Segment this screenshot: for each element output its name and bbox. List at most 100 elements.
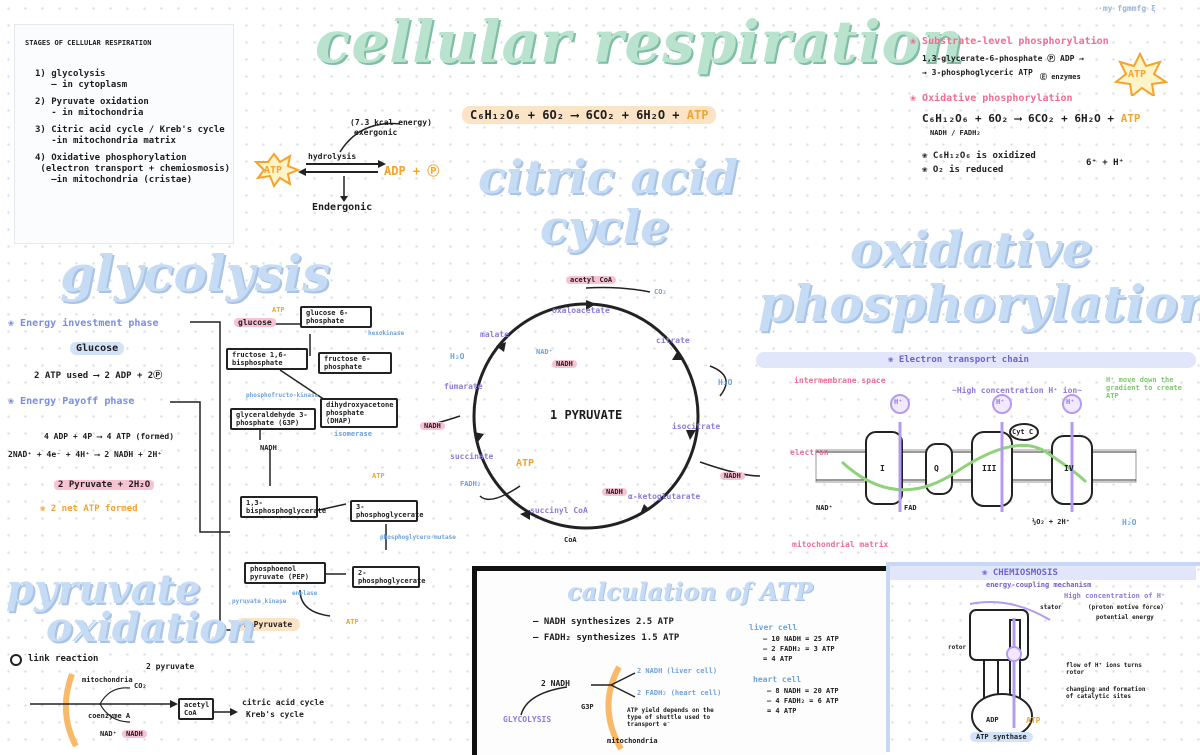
glyco-pg3: 3-phosphoglycerate (350, 500, 423, 522)
glyco-atp-3: ATP (346, 618, 359, 626)
chemi-pot: potential energy (1096, 614, 1154, 621)
overall-equation: C₆H₁₂O₆ + 6O₂ ⟶ 6CO₂ + 6H₂O + ATP (462, 106, 717, 124)
chemi-sub: energy-coupling mechanism (986, 581, 1092, 589)
cycle-acetyl: acetyl CoA (566, 276, 617, 284)
glyco-atp-1: ATP (272, 306, 285, 314)
glycolysis-glucose: Glucose (70, 342, 125, 355)
oxidative-h-ions: 6⁺ + H⁺ (1086, 158, 1124, 168)
calc-liver-3: = 4 ATP (763, 655, 793, 663)
glyco-pg2: 2-phosphoglycerate (352, 566, 425, 588)
cycle-water-2: H₂O (718, 378, 733, 387)
link-matrix: mitochondria (82, 676, 133, 684)
etc-space: intermembrane space (794, 376, 886, 385)
link-pyr: 2 pyruvate (146, 662, 195, 671)
etc-protein-4: Cyt C (1012, 428, 1034, 436)
atp-cycle: (7.3 kcal energy) exergonic hydrolysis A… (250, 112, 470, 222)
etc-heading: ❀ Electron transport chain (888, 355, 1029, 365)
oxidative-heading: ❀ Oxidative phosphorylation (910, 93, 1073, 104)
chemi-stator: stator (1040, 604, 1062, 611)
link-reaction-diagram (10, 654, 238, 748)
oxidative-under: NADH / FADH₂ (930, 129, 981, 137)
calc-liver-1: – 10 NADH = 25 ATP (763, 635, 839, 643)
citric-acid-cycle: 1 PYRUVATE acetyl CoA oxaloacetate citra… (419, 266, 780, 556)
cycle-fadh: FADH₂ (460, 480, 482, 488)
etc-membrane (815, 394, 1137, 512)
glyco-kinase2: phosphofructo-kinase (246, 392, 319, 399)
chemi-note: flow of H⁺ ions turns rotor (1066, 662, 1142, 676)
glycolysis-result: 2 Pyruvate + 2H₂O (54, 480, 155, 490)
glyco-f16bp: fructose 1,6-bisphosphate (226, 348, 308, 370)
glycolysis-investment: ❀ Energy investment phase (8, 318, 159, 329)
glyco-f6p: fructose 6-phosphate (318, 352, 392, 374)
substrate-atp: ATP (1128, 69, 1147, 80)
stage-item: 1) glycolysis – in cytoplasm (35, 69, 128, 90)
glyco-nadh: NADH (260, 444, 277, 452)
stage-item: 2) Pyruvate oxidation - in mitochondria (35, 97, 149, 118)
glycolysis-payoff1: 4 ADP + 4P ⟶ 4 ATP (formed) (44, 432, 175, 441)
etc-protein-2: Q (934, 464, 939, 473)
cycle-nadh-2: NADH (720, 472, 745, 480)
substrate-atp-star (1113, 52, 1168, 96)
cycle-water: H₂O (450, 352, 465, 361)
calc-heart-3: = 4 ATP (767, 707, 797, 715)
cycle-nad: NAD⁺ (536, 348, 553, 356)
link-cac: citric acid cycle (242, 698, 324, 707)
atp-cycle-arrows (253, 122, 401, 202)
cycle-atp: ATP (516, 458, 535, 469)
glycolysis-payoff: ❀ Energy Payoff phase (8, 396, 135, 407)
calc-mito: mitochondria (607, 737, 658, 745)
atp-top-note: (7.3 kcal energy) (350, 118, 432, 127)
chemiosmosis-section: ❀ CHEMIOSMOSIS energy-coupling mechanism… (886, 562, 1200, 752)
etc-o2: ½O₂ + 2H⁺ (1032, 518, 1070, 526)
stages-heading: STAGES OF CELLULAR RESPIRATION (25, 39, 152, 47)
glycolysis-payoff2: 2NAD⁺ + 4e⁻ + 4H⁺ ⟶ 2 NADH + 2H⁺ (8, 450, 163, 459)
calc-heart-2: – 4 FADH₂ = 6 ATP (767, 697, 839, 705)
etc-high-conc: ~High concentration H⁺ ion~ (952, 386, 1083, 395)
cycle-ketoglutarate: α-ketoglutarate (628, 492, 701, 501)
atp-endergonic: Endergonic (312, 202, 373, 213)
etc-electron: electron (790, 448, 829, 457)
glyco-atp-2: ATP (372, 472, 385, 480)
cac-title-1: citric acid (478, 150, 738, 204)
oxidative-note1: ❀ C₆H₁₂O₆ is oxidized (922, 151, 1036, 161)
oxidative-note2: ❀ O₂ is reduced (922, 165, 1004, 175)
calc-g3p: G3P (581, 703, 594, 711)
link-nadh: NADH (122, 730, 147, 738)
glyco-bpg: 1,3-bisphosphoglycerate (240, 496, 326, 518)
etc-matrix: mitochondrial matrix (792, 540, 889, 549)
oxphos-title-1: oxidative (850, 222, 1093, 278)
glyco-pep: phosphoenol pyruvate (PEP) (244, 562, 326, 584)
cycle-nadh-1: NADH (552, 360, 577, 368)
etc-nad: NAD⁺ (816, 504, 833, 512)
cycle-oxaloacetate: oxaloacetate (552, 306, 610, 315)
calc-diagram (520, 665, 636, 751)
chemi-note2: changing and formation of catalytic site… (1066, 686, 1146, 700)
link-reaction: link reaction 2 pyruvate mitochondria CO… (10, 652, 350, 748)
main-title: cellular respiration (315, 8, 965, 76)
chemi-high: High concentration of H⁺ (1064, 592, 1166, 600)
calc-title: calculation of ATP (567, 577, 813, 606)
etc-heading-bar (756, 352, 1196, 368)
link-co2: CO₂ (134, 682, 147, 690)
etc-ion-1: H⁺ (894, 398, 903, 406)
oxidative-equation: C₆H₁₂O₆ + 6O₂ ⟶ 6CO₂ + 6H₂O + ATP (922, 112, 1141, 125)
calc-nadh: 2 NADH (541, 679, 570, 688)
glyco-isomerase: isomerase (334, 430, 372, 438)
link-coa: coenzyme A (88, 712, 131, 720)
glyco-mutase: phosphoglycero-mutase (380, 534, 456, 541)
calc-path-1: 2 NADH (liver cell) (637, 667, 718, 675)
cycle-nadh-4: NADH (602, 488, 627, 496)
calc-line-2: – FADH₂ synthesizes 1.5 ATP (533, 633, 680, 643)
oxphos-title-2: phosphorylation (758, 274, 1200, 333)
calc-note: ATP yield depends on the type of shuttle… (627, 707, 714, 728)
cycle-co2-1: CO₂ (654, 288, 667, 296)
etc-fad: FAD (904, 504, 917, 512)
cycle-citrate: citrate (656, 336, 690, 345)
corner-credit: ·my fgmmfg ξ (1098, 4, 1156, 13)
calc-liver: liver cell (749, 623, 798, 632)
atp-adp: ADP + Ⓟ (384, 164, 440, 178)
etc-h2o: H₂O (1122, 518, 1137, 527)
glyco-dhap: dihydroxyacetone phosphate (DHAP) (320, 398, 398, 428)
glycolysis-invest-line: 2 ATP used ⟶ 2 ADP + 2Ⓟ (34, 371, 163, 381)
cycle-center: 1 PYRUVATE (550, 408, 623, 422)
